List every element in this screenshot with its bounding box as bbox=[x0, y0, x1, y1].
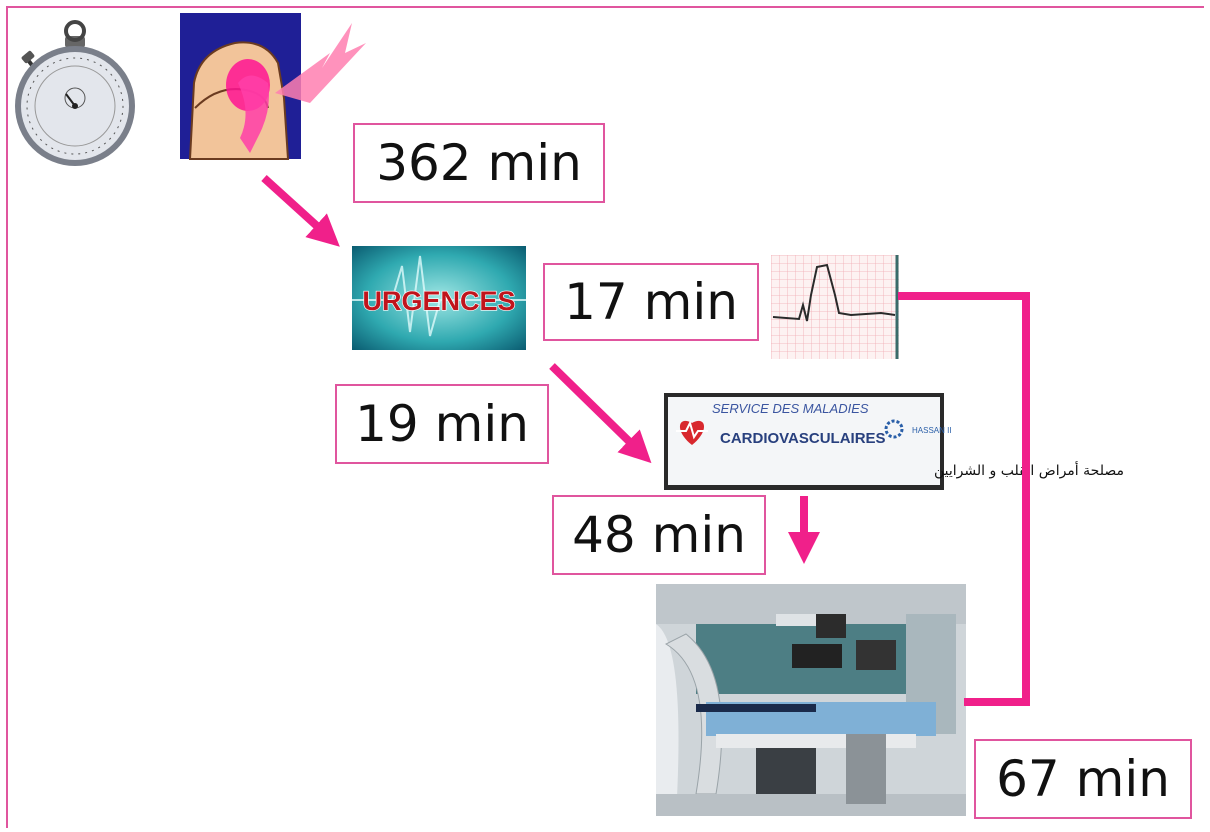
time-box-ecg-to-cath-lab: 67 min bbox=[974, 739, 1192, 819]
service-line1: SERVICE DES MALADIES bbox=[712, 401, 869, 416]
stopwatch-icon bbox=[15, 20, 135, 166]
service-line2: CARDIOVASCULAIRES bbox=[720, 430, 886, 447]
arrow-to-service bbox=[549, 363, 652, 464]
time-box-service-to-cath-lab: 48 min bbox=[552, 495, 766, 575]
time-box-urgences-to-service: 19 min bbox=[335, 384, 549, 464]
ecg-to-cath-lab-connector bbox=[898, 292, 1030, 706]
urgences-image: URGENCES bbox=[352, 246, 526, 350]
ecg-icon bbox=[771, 255, 899, 359]
cath-lab-photo bbox=[656, 584, 966, 816]
svg-text:HASSAN II: HASSAN II bbox=[912, 426, 952, 435]
slide-frame bbox=[6, 6, 1204, 828]
time-box-urgences-to-ecg: 17 min bbox=[543, 263, 759, 341]
urgences-label: URGENCES bbox=[362, 286, 515, 316]
chest-pain-icon bbox=[180, 13, 366, 160]
time-box-symptom-to-urgences: 362 min bbox=[353, 123, 605, 203]
service-banner: HASSAN II SERVICE DES MALADIES CARDIOVAS… bbox=[664, 393, 1124, 490]
arrow-to-urgences bbox=[261, 175, 340, 247]
